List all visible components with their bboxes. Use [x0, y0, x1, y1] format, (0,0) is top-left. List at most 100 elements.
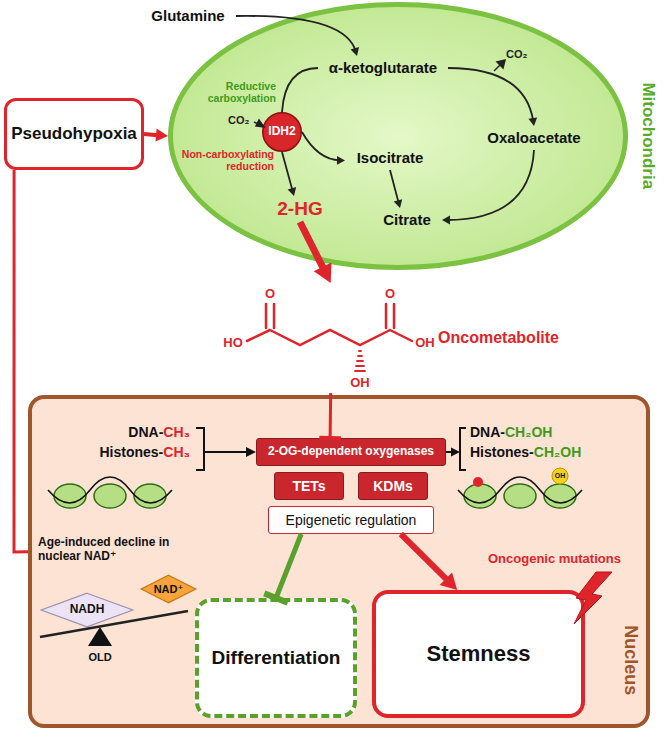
formula-row: Histones-CH₂OH	[470, 444, 581, 460]
arrowhead	[155, 128, 168, 141]
arrowhead	[246, 447, 256, 457]
node-label: Citrate	[383, 211, 431, 228]
node-label: 2-OG-dependent oxygenases	[268, 445, 434, 459]
node-label: Stemness	[427, 641, 531, 666]
enzyme-circle: IDH2	[262, 112, 302, 152]
annotation: O	[385, 287, 395, 302]
molecule-skeleton	[385, 304, 388, 328]
connector-line	[390, 170, 399, 203]
arrowhead	[440, 572, 458, 590]
molecule-skeleton	[359, 350, 361, 352]
molecule-skeleton	[270, 330, 390, 345]
enzyme-circle-outline	[263, 113, 302, 152]
outcome-box: Stemness	[372, 590, 585, 718]
arrowhead	[442, 216, 450, 225]
process-box: Epigenetic regulation	[268, 506, 434, 534]
connector-line	[276, 534, 301, 598]
dna-strand	[48, 477, 172, 503]
arrow-connector	[144, 128, 168, 141]
arrow-connector	[14, 170, 28, 552]
node-label: Oncometabolite	[438, 329, 559, 347]
molecule-skeleton	[355, 370, 365, 372]
methyl-mark	[473, 468, 568, 487]
molecule-skeleton	[273, 304, 276, 328]
metabolite: Oxaloacetate	[478, 126, 590, 150]
molecule-skeleton	[265, 304, 268, 328]
arrowhead	[394, 199, 403, 208]
metabolite: α-ketoglutarate	[318, 56, 448, 80]
co2-arrow	[494, 65, 500, 71]
chemical-group: CH₂OH	[505, 424, 552, 440]
lightning-bolt	[574, 572, 612, 624]
chemical-group: CH₃	[163, 424, 190, 440]
formula-row: DNA-CH₃	[128, 424, 190, 440]
co2-arrow	[256, 120, 264, 127]
inhibition-bar	[319, 436, 341, 440]
molecule-skeleton	[356, 365, 364, 367]
molecule-skeleton	[357, 360, 363, 362]
molecule-skeleton	[247, 330, 270, 341]
metabolite: Glutamine	[140, 4, 236, 28]
annotation: CO₂	[228, 114, 249, 127]
arrowhead	[528, 117, 537, 126]
arrow-connector	[300, 222, 331, 283]
mitochondrion-outline	[171, 5, 626, 268]
metabolite: Citrate	[372, 208, 442, 232]
annotation: OLD	[88, 651, 111, 664]
chemical-group: Histones-	[470, 444, 534, 460]
inhibition-bar	[264, 593, 287, 602]
region-heading: Nucleus	[621, 625, 642, 695]
node-label: Differentiation	[212, 647, 341, 669]
arrow-connector	[282, 152, 296, 196]
chemical-group: DNA-	[128, 424, 163, 440]
arrowhead	[246, 447, 460, 457]
connector-line	[302, 132, 340, 160]
enzyme-box: TETs	[274, 472, 344, 500]
enzyme-box: KDMs	[358, 472, 428, 500]
node-label: 2-HG	[277, 198, 322, 220]
node-label: TETs	[292, 478, 325, 494]
annotation: OH	[555, 472, 566, 480]
arrow-connector	[390, 170, 402, 208]
chemical-group: CH₃	[163, 444, 190, 460]
metabolite: Isocitrate	[345, 146, 435, 170]
annotation: Reductive carboxylation	[196, 80, 276, 104]
connector-line	[282, 68, 318, 112]
annotation: O	[265, 287, 275, 302]
annotation: OH	[415, 336, 435, 351]
mitochondrion: Mitochondriaα-ketoglutarateOxaloacetateI…	[168, 2, 628, 270]
bracket	[204, 451, 247, 453]
bracket	[196, 428, 204, 470]
nucleosome	[134, 484, 166, 508]
molecule-skeleton	[358, 355, 362, 357]
node-label: KDMs	[373, 478, 413, 494]
arrow-connector	[448, 68, 537, 126]
annotation: Oncogenic mutations	[488, 552, 621, 567]
molecule-skeleton	[390, 330, 412, 341]
node-label: Epigenetic regulation	[286, 512, 417, 528]
arrowhead	[351, 47, 359, 56]
node-label: NADH	[70, 603, 105, 617]
node-label: Isocitrate	[357, 149, 424, 166]
annotation: Age-induced decline in nuclear NAD⁺	[38, 536, 198, 564]
seesaw	[88, 627, 112, 646]
cofactor-diamond-outline	[41, 593, 133, 627]
outcome-box: Differentiation	[195, 598, 357, 718]
node-label: IDH2	[268, 125, 295, 139]
enzyme-box: 2-OG-dependent oxygenases	[256, 438, 446, 466]
methyl-mark	[552, 468, 568, 484]
seesaw	[40, 611, 188, 637]
nucleosome	[464, 484, 496, 508]
condition-box: Pseudohypoxia	[4, 98, 144, 170]
co2-arrow	[497, 60, 505, 68]
dna-strand	[48, 477, 582, 503]
chemical-group: Histones-	[100, 444, 164, 460]
cofactor-diamond-outline	[141, 575, 196, 603]
nucleosome	[544, 484, 576, 508]
node-label: Glutamine	[151, 7, 224, 24]
connector-line	[401, 534, 451, 583]
molecule-skeleton	[247, 304, 412, 371]
connector-line	[329, 393, 333, 438]
